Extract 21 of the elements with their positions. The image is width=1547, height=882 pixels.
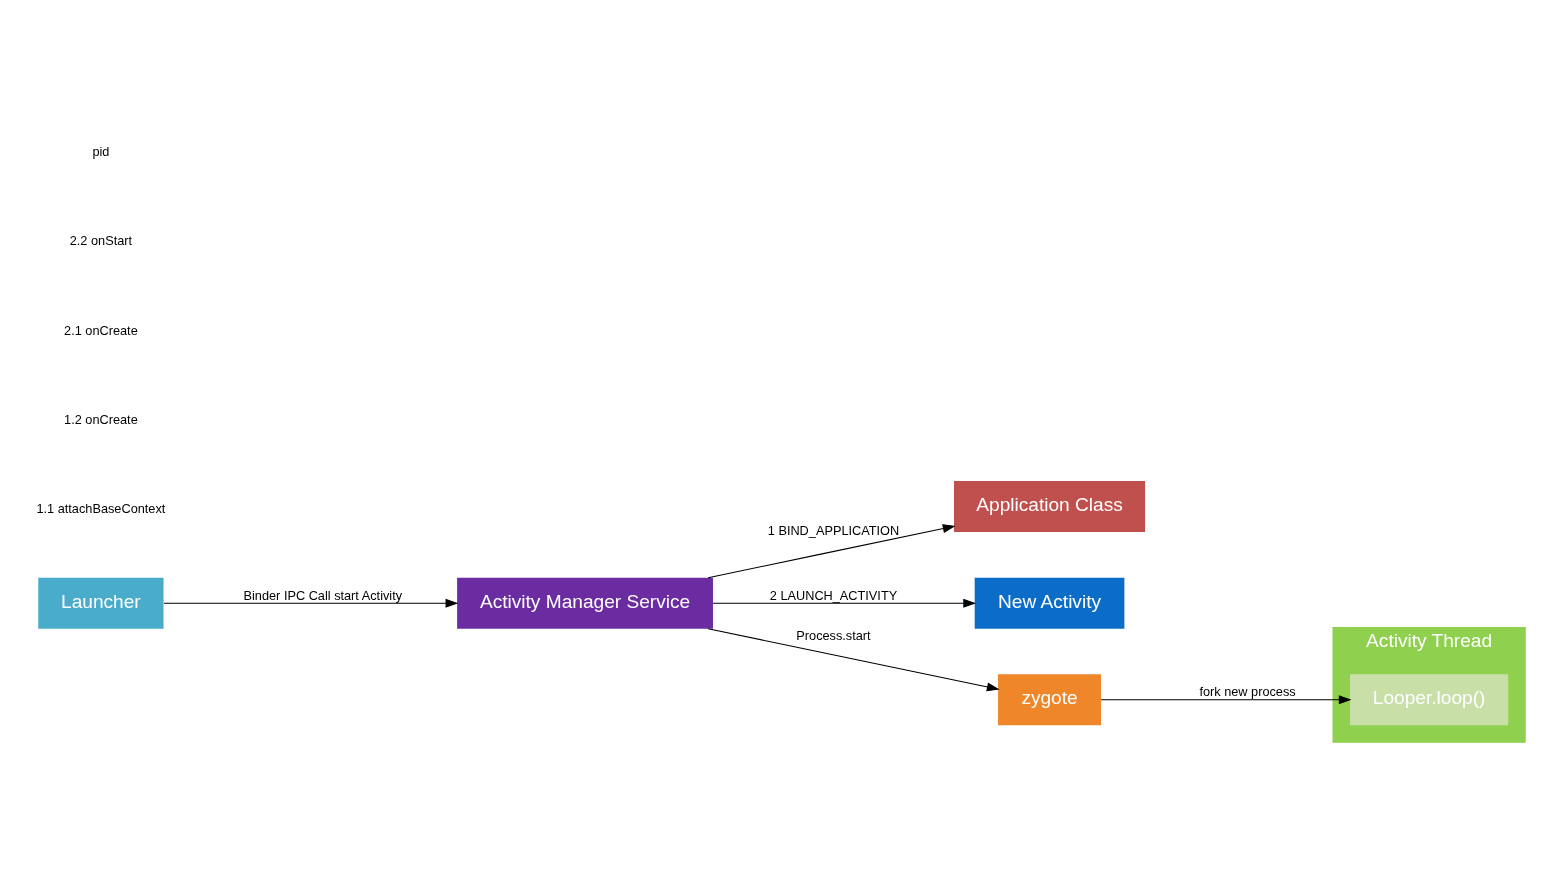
label: 2.2 onStart [69,233,133,249]
label: 2.1 onCreate [64,322,138,338]
edge-label: Process.start [796,627,871,643]
node-box: zygote [998,674,1102,726]
edge-label: 2 LAUNCH_ACTIVITY [769,587,898,603]
arrow [163,598,459,608]
arrow [712,598,977,608]
edge-label: Binder IPC Call start Activity [243,587,403,603]
node-box: New Activity [974,577,1125,629]
node-box: Launcher [38,577,164,629]
label: 1.1 attachBaseContext [36,501,166,517]
edge-label: fork new process [1199,684,1296,700]
arrow [707,524,956,579]
node-box: Activity Manager Service [457,577,713,629]
node-box: Looper.loop() [1350,674,1509,726]
label: 1.2 onCreate [64,411,138,427]
node-box: Application Class [954,481,1146,533]
label: pid [92,144,110,160]
arrow [1100,695,1352,705]
arrow [707,628,1000,692]
edge-label: 1 BIND_APPLICATION [767,522,900,538]
